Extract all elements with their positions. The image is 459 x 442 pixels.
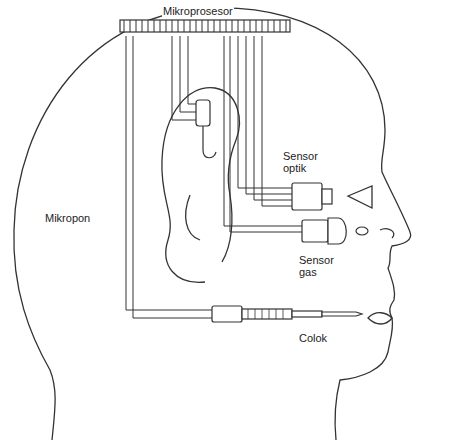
ear-inner — [186, 195, 200, 240]
nostril — [380, 229, 394, 238]
sensor-label: Sensor gas — [298, 254, 340, 278]
optical-sensor — [292, 183, 332, 210]
wires — [126, 36, 302, 318]
mouth — [368, 313, 392, 324]
microphone-label: Mikropon — [44, 212, 91, 224]
eye-cone — [348, 186, 372, 208]
microprocessor-chip — [120, 20, 290, 32]
ear — [162, 88, 240, 283]
head-outline — [14, 8, 411, 440]
gas-sensor — [302, 218, 368, 244]
chip-label: Mikroprosesor — [162, 5, 234, 17]
probe-plug — [212, 306, 362, 322]
probe-label: Colok — [298, 332, 328, 344]
sensor-label: Sensor optik — [282, 150, 324, 174]
microphone — [196, 100, 216, 158]
